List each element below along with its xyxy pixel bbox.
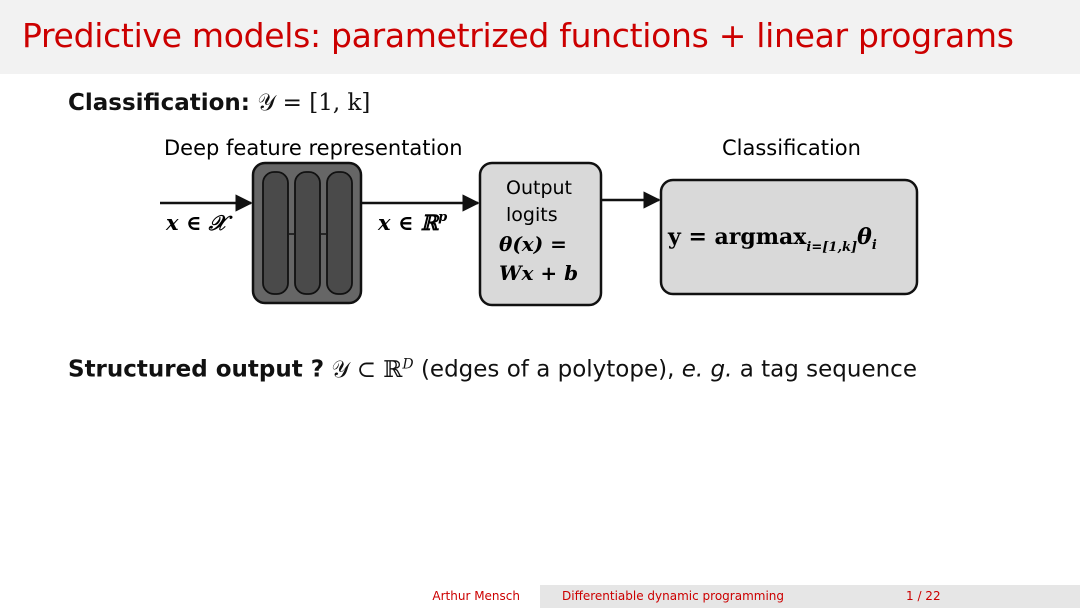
footer-talk-section: Differentiable dynamic programming 1 / 2… [540, 585, 1080, 608]
footer-talk-title: Differentiable dynamic programming [562, 589, 785, 603]
structured-output-label: Structured output ? [68, 356, 325, 383]
structured-output-line: Structured output ? 𝒴 ⊂ ℝD (edges of a p… [68, 356, 917, 383]
network-layer-3 [326, 171, 353, 295]
section-label-classification: Classification [722, 136, 861, 160]
classification-formula: 𝒴 = [1, k] [257, 90, 371, 116]
classification-line: Classification: 𝒴 = [1, k] [68, 90, 370, 116]
footer: Arthur Mensch Differentiable dynamic pro… [0, 585, 1080, 608]
output-box-line1: Output [506, 177, 572, 199]
footer-author: Arthur Mensch [0, 585, 540, 608]
slide-title: Predictive models: parametrized function… [22, 16, 1014, 55]
output-box-line3: θ(x) = [499, 232, 567, 256]
structured-output-formula: 𝒴 ⊂ ℝD [331, 356, 414, 383]
classification-label: Classification: [68, 90, 251, 116]
section-label-deep-feature: Deep feature representation [164, 136, 463, 160]
footer-page-number: 1 / 22 [906, 589, 941, 603]
network-layer-1 [262, 171, 289, 295]
network-diagram: Deep feature representation Classificati… [160, 136, 919, 307]
input-space-label: x ∈ 𝒳 [165, 210, 234, 235]
output-logits-box [478, 161, 603, 307]
feature-space-label: x ∈ ℝp [377, 210, 447, 235]
output-box-line4: Wx + b [499, 261, 578, 285]
classification-box [659, 178, 919, 296]
output-box-line2: logits [506, 204, 558, 226]
structured-output-eg: e. g. [681, 356, 733, 383]
network-layer-2 [294, 171, 321, 295]
structured-output-text1: (edges of a polytope), [420, 356, 675, 383]
title-bar [0, 0, 1080, 74]
classification-formula-box: y = argmaxi=[1,k]θi [667, 224, 877, 255]
structured-output-text2: a tag sequence [739, 356, 917, 383]
